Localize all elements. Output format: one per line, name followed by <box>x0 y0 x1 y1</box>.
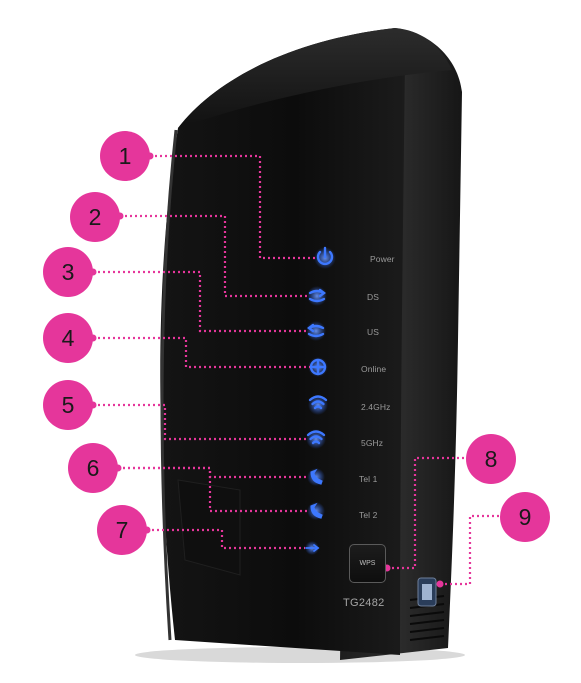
wifi-icon <box>308 395 328 410</box>
downstream-icon <box>308 288 326 303</box>
front-lower-bezel <box>177 479 241 576</box>
router-top-surface <box>178 28 452 128</box>
indicator-label-tel2: Tel 2 <box>359 510 378 520</box>
callout-9: 9 <box>500 492 550 542</box>
callout-2: 2 <box>70 192 120 242</box>
callout-6: 6 <box>68 443 118 493</box>
callout-4: 4 <box>43 313 93 363</box>
indicator-label-us: US <box>367 327 380 337</box>
usb-port-inner <box>422 584 432 600</box>
callout-5: 5 <box>43 380 93 430</box>
online-globe-icon <box>309 358 327 376</box>
wps-button[interactable]: WPS <box>349 544 386 583</box>
callout-8: 8 <box>466 434 516 484</box>
wifi-icon <box>306 430 326 445</box>
indicator-label-5ghz: 5GHz <box>361 438 384 448</box>
callout-7: 7 <box>97 505 147 555</box>
callout-1: 1 <box>100 131 150 181</box>
phone-icon <box>310 502 323 519</box>
model-number: TG2482 <box>343 597 385 609</box>
upstream-icon <box>307 323 325 338</box>
leader-lines <box>93 154 500 586</box>
callout-3: 3 <box>43 247 93 297</box>
link-icon <box>305 544 320 552</box>
indicator-label-tel1: Tel 1 <box>359 474 378 484</box>
power-icon <box>316 246 334 266</box>
phone-icon <box>310 468 323 485</box>
router-left-edge <box>160 129 178 641</box>
indicator-label-ds: DS <box>367 292 380 302</box>
indicator-label-24ghz: 2.4GHz <box>361 402 391 412</box>
indicator-label-power: Power <box>370 254 395 264</box>
indicator-label-online: Online <box>361 364 387 374</box>
